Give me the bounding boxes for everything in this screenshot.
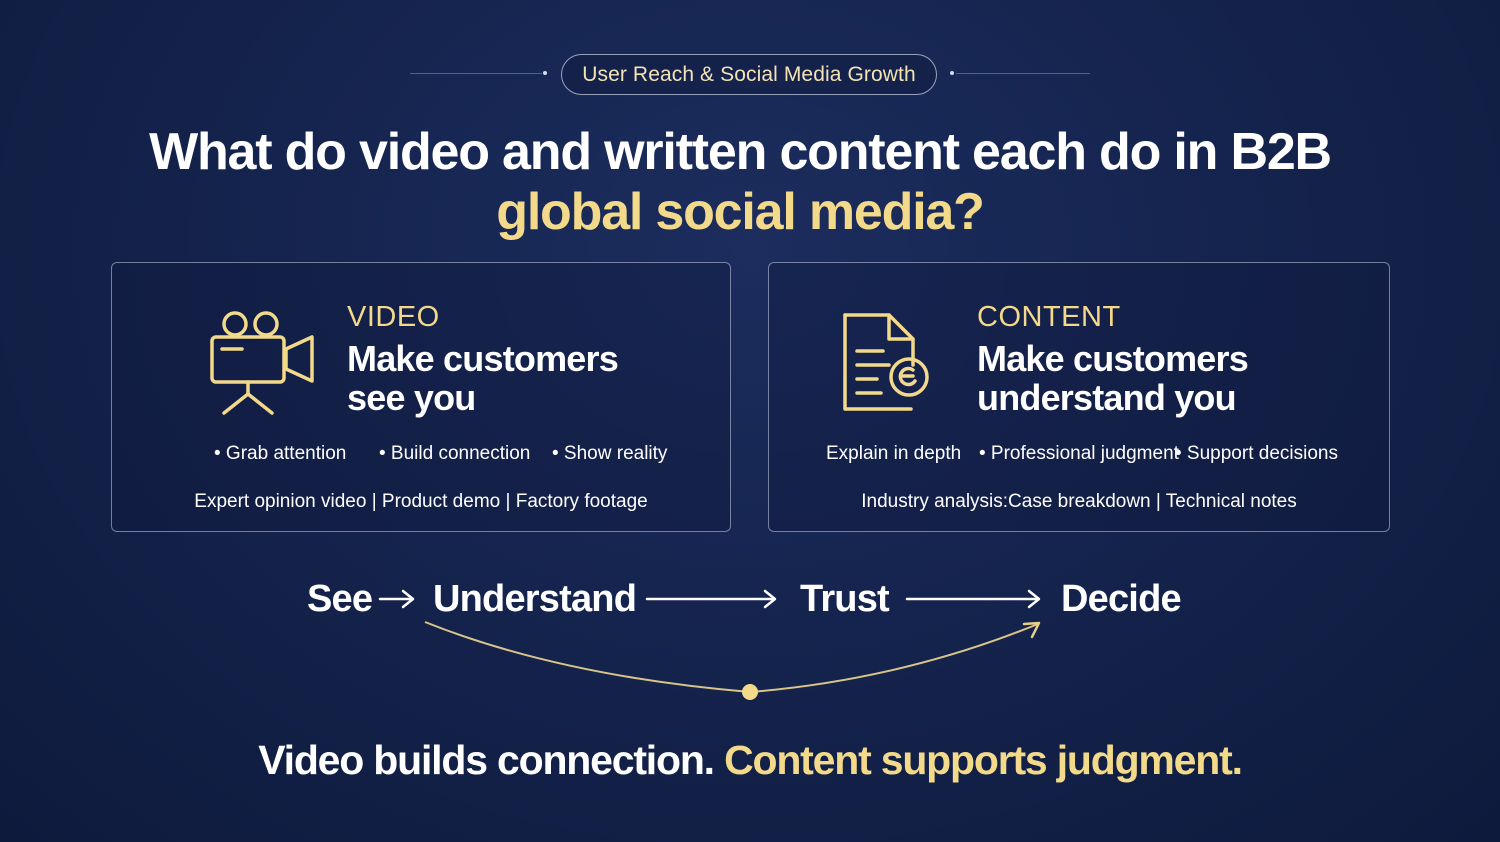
feedback-curve: [424, 621, 1039, 694]
feedback-dot: [742, 684, 758, 700]
pill-dot-right: [950, 71, 954, 75]
video-bullet: • Show reality: [552, 443, 668, 464]
flow-step-see: See: [307, 578, 373, 620]
video-title-line-2: see you: [347, 377, 476, 418]
tagline-part-1: Video builds connection.: [258, 737, 715, 783]
content-examples: Industry analysis:Case breakdown | Techn…: [861, 491, 1297, 512]
content-title-line-2: understand you: [977, 377, 1237, 418]
video-kicker: VIDEO: [347, 301, 440, 333]
content-title-line-1: Make customers: [977, 338, 1249, 379]
video-title: Make customers see you: [347, 338, 619, 418]
feedback-arrowhead: [1022, 621, 1041, 639]
video-bullet: • Grab attention: [214, 443, 347, 464]
content-title: Make customers understand you: [977, 338, 1249, 418]
content-kicker: CONTENT: [977, 301, 1121, 333]
content-bullet: • Support decisions: [1175, 443, 1338, 464]
pill-divider-right: [956, 73, 1090, 74]
content-card: CONTENT Make customers understand you Ex…: [768, 262, 1390, 532]
tagline: Video builds connection. Content support…: [0, 736, 1500, 784]
video-bullet: • Build connection: [379, 443, 531, 464]
section-pill: User Reach & Social Media Growth: [561, 54, 937, 95]
headline: What do video and written content each d…: [0, 122, 1480, 242]
headline-line-2: global social media?: [496, 183, 985, 241]
flow-step-understand: Understand: [433, 578, 637, 620]
video-camera-icon: [210, 311, 314, 415]
content-bullet: Explain in depth: [826, 443, 962, 464]
content-bullet: • Professional judgment: [979, 443, 1179, 464]
video-title-line-1: Make customers: [347, 338, 619, 379]
flow-step-decide: Decide: [1061, 578, 1182, 620]
pill-dot-left: [543, 71, 547, 75]
document-icon: [843, 313, 929, 411]
flow-step-trust: Trust: [800, 578, 890, 620]
tagline-part-2: Content supports judgment.: [724, 737, 1243, 783]
video-examples: Expert opinion video | Product demo | Fa…: [194, 491, 648, 512]
pill-divider-left: [410, 73, 542, 74]
video-card: VIDEO Make customers see you • Grab atte…: [111, 262, 731, 532]
headline-line-1: What do video and written content each d…: [149, 123, 1332, 181]
